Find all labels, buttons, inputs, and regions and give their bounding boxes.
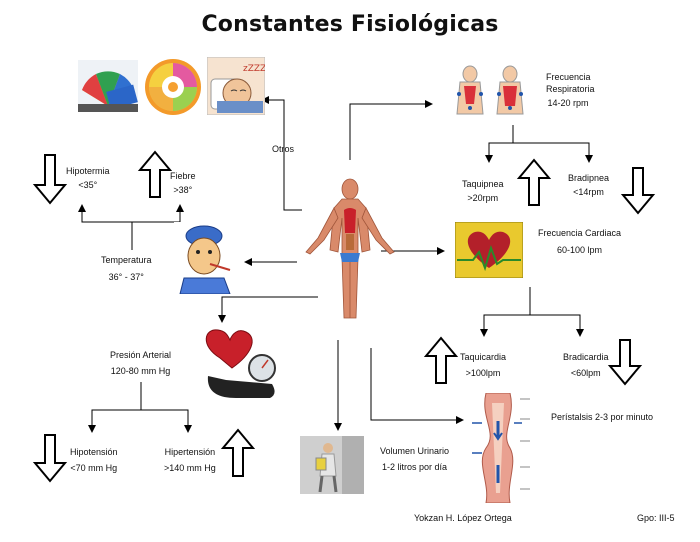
human-body-image — [305, 178, 395, 319]
label-bradicardia: Bradicardia <60lpm — [563, 351, 609, 379]
urinario-name: Volumen Urinario — [380, 446, 450, 456]
taquipnea-name: Taquipnea — [462, 179, 504, 189]
urine-volume-image — [300, 436, 364, 494]
fever-person-image — [174, 222, 240, 294]
arrow-to-respiratoria — [349, 100, 433, 160]
label-volumen-urinario: Volumen Urinario 1-2 litros por día — [380, 445, 449, 473]
sleeping-image: zZZZ — [207, 57, 265, 115]
label-temperatura: Temperatura 36° - 37° — [101, 254, 152, 283]
fc-name: Frecuencia Cardiaca — [538, 228, 622, 238]
footer-group: Gpo: III-5 — [637, 513, 675, 523]
urinario-range: 1-2 litros por día — [382, 462, 448, 472]
label-taquicardia: Taquicardia >100lpm — [460, 351, 506, 379]
color-chart-image — [78, 60, 138, 112]
label-fr-line1: Frecuencia — [546, 72, 591, 82]
label-bradipnea: Bradipnea <14rpm — [568, 172, 609, 198]
arrow-to-presion — [218, 296, 318, 323]
footer-author: Yokzan H. López Ortega — [414, 513, 512, 523]
hipotermia-name: Hipotermia — [66, 166, 110, 176]
bradicardia-value: <60lpm — [570, 368, 601, 378]
up-arrow-taquicardia — [423, 336, 459, 384]
presion-name: Presión Arterial — [110, 350, 172, 360]
page-title: Constantes Fisiológicas — [201, 12, 499, 37]
up-arrow-taquipnea — [516, 158, 552, 206]
taquicardia-value: >100lpm — [465, 368, 501, 378]
up-arrow-fiebre — [137, 150, 173, 198]
label-hipotension: Hipotensión <70 mm Hg — [70, 446, 118, 474]
arrow-to-otros — [261, 96, 302, 211]
fc-range: 60-100 lpm — [557, 245, 603, 255]
arrow-to-peristalsis — [370, 348, 464, 424]
label-hipertension: Hipertensión >140 mm Hg — [164, 446, 216, 474]
fiebre-name: Fiebre — [170, 171, 196, 181]
label-taquipnea: Taquipnea >20rpm — [462, 178, 504, 204]
bradipnea-name: Bradipnea — [568, 173, 610, 183]
svg-text:zZZZ: zZZZ — [243, 64, 265, 74]
hipotension-value: <70 mm Hg — [70, 463, 118, 473]
down-arrow-hipotension — [32, 434, 68, 483]
peristalsis-image — [470, 393, 542, 503]
color-wheel-image — [145, 59, 201, 115]
down-arrow-hipotermia — [32, 154, 68, 205]
temperatura-range: 36° - 37° — [108, 272, 144, 282]
down-arrow-bradipnea — [620, 167, 656, 215]
value-fr-range: 14-20 rpm — [547, 98, 589, 108]
respiratory-image — [456, 65, 524, 115]
hipertension-name: Hipertensión — [164, 447, 216, 457]
label-frecuencia-cardiaca: Frecuencia Cardiaca 60-100 lpm — [538, 227, 621, 256]
label-peristalsis: Perístalsis 2-3 por minuto — [551, 412, 654, 422]
temperatura-name: Temperatura — [101, 255, 152, 265]
taquicardia-name: Taquicardia — [460, 352, 507, 362]
taquipnea-value: >20rpm — [467, 193, 499, 203]
label-fiebre: Fiebre >38° — [170, 170, 196, 196]
presion-range: 120-80 mm Hg — [110, 366, 171, 376]
fiebre-value: >38° — [173, 185, 193, 195]
bradipnea-value: <14rpm — [573, 187, 604, 197]
label-fr-line2: Respiratoria — [546, 84, 595, 94]
label-otros: Otros — [272, 144, 295, 154]
up-arrow-hipertension — [220, 428, 256, 477]
hipertension-value: >140 mm Hg — [164, 463, 216, 473]
blood-pressure-image — [205, 329, 276, 398]
label-hipotermia: Hipotermia <35° — [66, 165, 110, 191]
label-frecuencia-respiratoria: Frecuencia Respiratoria 14-20 rpm — [546, 71, 595, 109]
heart-monitor-image — [455, 222, 523, 278]
hipotermia-value: <35° — [78, 180, 98, 190]
label-presion-arterial: Presión Arterial 120-80 mm Hg — [110, 349, 171, 377]
bradicardia-name: Bradicardia — [563, 352, 609, 362]
down-arrow-bradicardia — [607, 339, 643, 386]
hipotension-name: Hipotensión — [70, 447, 118, 457]
